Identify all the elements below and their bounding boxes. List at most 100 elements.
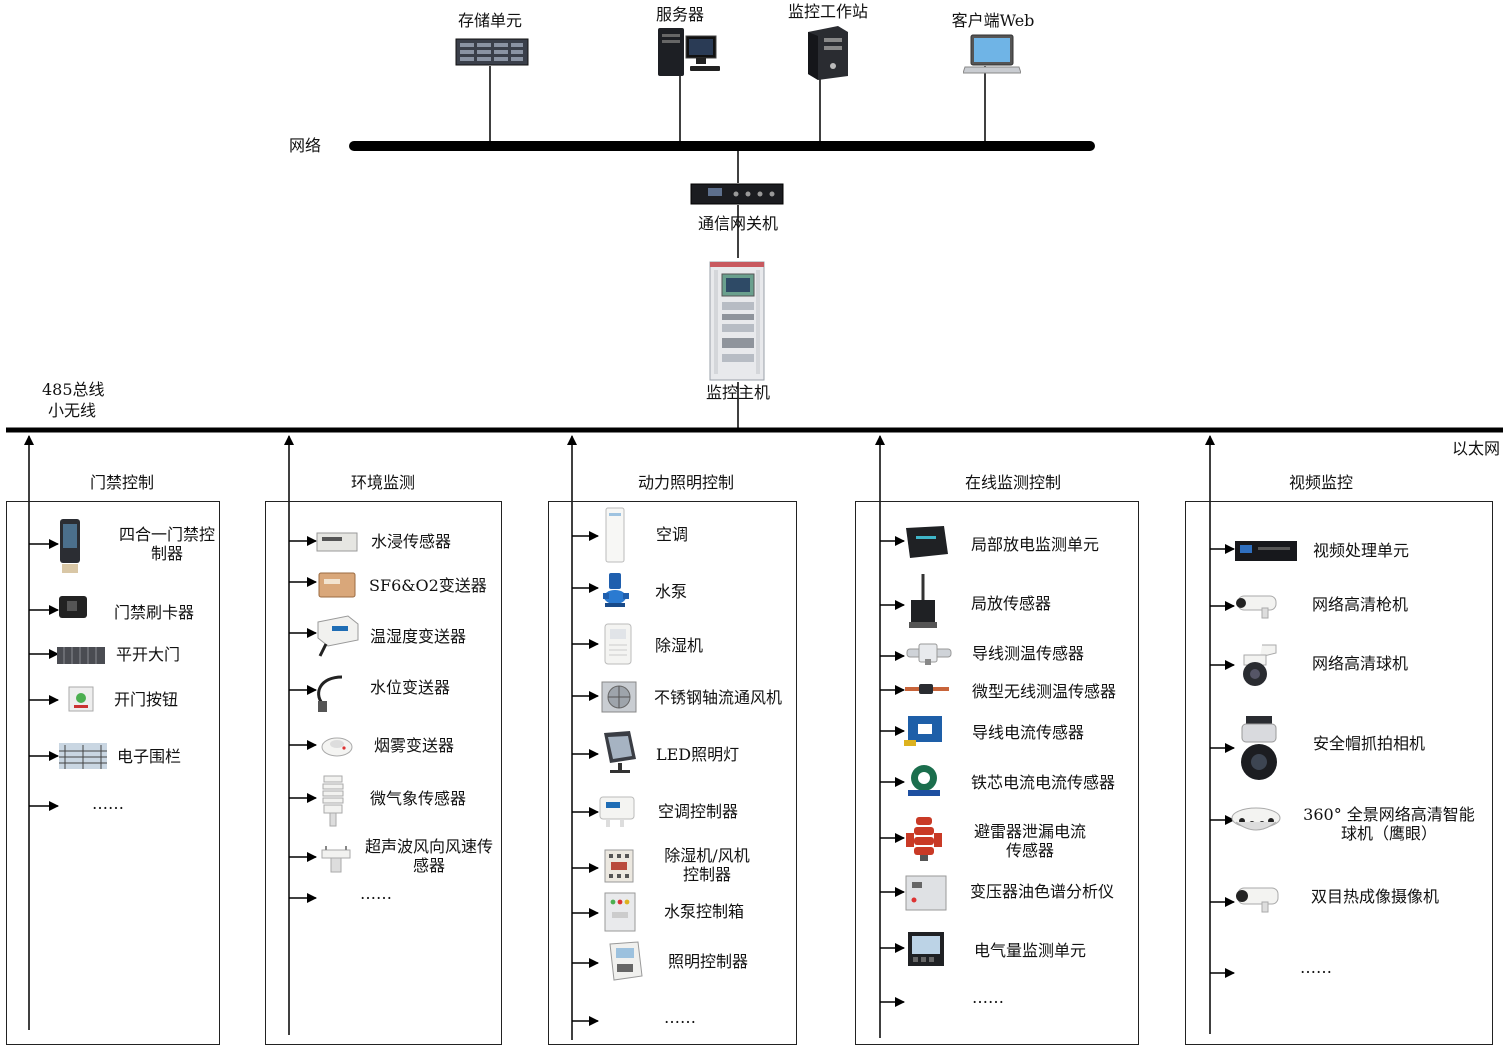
item-label: SF6&O2变送器 bbox=[369, 576, 487, 595]
wire-current-sensor-icon bbox=[904, 716, 942, 746]
item-label: 视频处理单元 bbox=[1313, 541, 1410, 560]
item-label: 照明控制器 bbox=[668, 952, 749, 971]
group-title-video: 视频监控 bbox=[1288, 473, 1354, 492]
core-current-sensor-icon bbox=[908, 765, 940, 796]
panoramic-camera-icon bbox=[1231, 807, 1281, 831]
gateway-label: 通信网关机 bbox=[697, 214, 779, 233]
exit-button-icon bbox=[68, 686, 94, 712]
device-label-web-client: 客户端Web bbox=[951, 11, 1035, 30]
arrester-icon bbox=[906, 817, 942, 861]
ellipsis-label: …… bbox=[1300, 958, 1332, 977]
water-leak-sensor-icon bbox=[316, 532, 358, 552]
item-label: 超声波风向风速传感器 bbox=[364, 837, 493, 875]
device-label-storage: 存储单元 bbox=[457, 11, 523, 30]
item-label: 水浸传感器 bbox=[371, 532, 452, 551]
item-label: 网络高清枪机 bbox=[1312, 595, 1409, 614]
item-label: 铁芯电流电流传感器 bbox=[971, 773, 1116, 792]
air-conditioner-icon bbox=[605, 507, 625, 563]
item-label: 四合一门禁控制器 bbox=[118, 525, 215, 563]
pd-sensor-icon bbox=[909, 574, 937, 628]
network-label: 网络 bbox=[289, 136, 322, 155]
ac-controller-icon bbox=[599, 796, 635, 827]
pd-monitor-unit-icon bbox=[906, 526, 948, 558]
ptz-camera-icon bbox=[1241, 716, 1277, 780]
item-label: 平开大门 bbox=[116, 645, 181, 664]
bullet-camera-icon bbox=[1236, 595, 1277, 619]
item-label: 烟雾变送器 bbox=[374, 736, 455, 755]
item-label: LED照明灯 bbox=[656, 745, 740, 764]
storage-array-icon bbox=[455, 38, 529, 66]
item-label: 安全帽抓拍相机 bbox=[1313, 734, 1426, 753]
group-box-environment bbox=[265, 501, 502, 1045]
group-title-online-monitoring: 在线监测控制 bbox=[964, 473, 1062, 492]
power-meter-icon bbox=[908, 932, 944, 966]
ellipsis-label: …… bbox=[360, 884, 392, 903]
swing-gate-icon bbox=[57, 647, 105, 664]
dehumidifier-icon bbox=[604, 623, 632, 665]
bus-label-485: 485总线 bbox=[42, 380, 105, 399]
item-label: 避雷器泄漏电流传感器 bbox=[973, 822, 1086, 860]
item-label: 电气量监测单元 bbox=[974, 941, 1087, 960]
group-title-power-lighting: 动力照明控制 bbox=[637, 473, 735, 492]
group-box-video bbox=[1185, 501, 1493, 1045]
item-label: 水位变送器 bbox=[370, 678, 451, 697]
item-label: 开门按钮 bbox=[114, 690, 179, 709]
thermal-camera-icon bbox=[1236, 887, 1279, 913]
ellipsis-label: …… bbox=[92, 794, 124, 813]
group-box-access-control bbox=[6, 501, 220, 1045]
item-label: 微型无线测温传感器 bbox=[972, 682, 1117, 701]
item-label: 门禁刷卡器 bbox=[114, 603, 195, 622]
floodlight-icon bbox=[604, 731, 636, 773]
device-label-server: 服务器 bbox=[655, 5, 705, 24]
item-label: 不锈钢轴流通风机 bbox=[654, 688, 783, 707]
weather-station-icon bbox=[322, 775, 344, 827]
workstation-tower-icon bbox=[808, 26, 848, 80]
item-label: 水泵控制箱 bbox=[664, 902, 745, 921]
ultrasonic-anemometer-icon bbox=[321, 846, 351, 873]
item-label: 局部放电监测单元 bbox=[971, 535, 1100, 554]
wireless-temp-sensor-icon bbox=[905, 684, 949, 694]
item-label: 导线测温传感器 bbox=[972, 644, 1085, 663]
oil-analyzer-icon bbox=[905, 875, 947, 911]
bus-label-wireless: 小无线 bbox=[48, 401, 97, 420]
pump-control-box-icon bbox=[604, 892, 636, 932]
axial-fan-icon bbox=[601, 681, 637, 713]
item-label: 双目热成像摄像机 bbox=[1311, 887, 1440, 906]
group-box-online-monitoring bbox=[855, 501, 1139, 1045]
access-terminal-icon bbox=[60, 519, 80, 573]
level-probe-icon bbox=[317, 675, 343, 712]
item-label: 空调控制器 bbox=[658, 802, 739, 821]
group-box-power-lighting bbox=[548, 501, 797, 1045]
humidity-transmitter-icon bbox=[317, 615, 359, 657]
item-label: 360° 全景网络高清智能球机（鹰眼） bbox=[1303, 805, 1475, 843]
item-label: 除湿机 bbox=[655, 636, 704, 655]
ethernet-label: 以太网 bbox=[1452, 439, 1501, 458]
item-label: 变压器油色谱分析仪 bbox=[970, 882, 1115, 901]
item-label: 微气象传感器 bbox=[370, 789, 467, 808]
electric-fence-icon bbox=[59, 743, 107, 769]
item-label: 温湿度变送器 bbox=[370, 627, 467, 646]
contactor-icon bbox=[604, 849, 634, 883]
lighting-controller-icon bbox=[609, 941, 643, 981]
item-label: 导线电流传感器 bbox=[972, 723, 1085, 742]
item-label: 网络高清球机 bbox=[1312, 654, 1409, 673]
dome-camera-icon bbox=[1243, 644, 1277, 686]
item-label: 局放传感器 bbox=[971, 594, 1052, 613]
gas-transmitter-icon bbox=[318, 572, 356, 598]
wire-temp-sensor-icon bbox=[906, 643, 952, 665]
ellipsis-label: …… bbox=[972, 988, 1004, 1007]
item-label: 空调 bbox=[656, 525, 689, 544]
smoke-detector-icon bbox=[321, 737, 353, 757]
gateway-icon bbox=[690, 183, 784, 205]
item-label: 除湿机/风机控制器 bbox=[664, 846, 750, 884]
water-pump-icon bbox=[603, 573, 629, 607]
device-label-workstation: 监控工作站 bbox=[787, 2, 869, 21]
card-reader-icon bbox=[59, 596, 87, 618]
item-label: 水泵 bbox=[655, 582, 688, 601]
cabinet-icon bbox=[709, 261, 765, 381]
group-title-access-control: 门禁控制 bbox=[89, 473, 155, 492]
laptop-icon bbox=[963, 34, 1021, 74]
host-label: 监控主机 bbox=[705, 383, 771, 402]
